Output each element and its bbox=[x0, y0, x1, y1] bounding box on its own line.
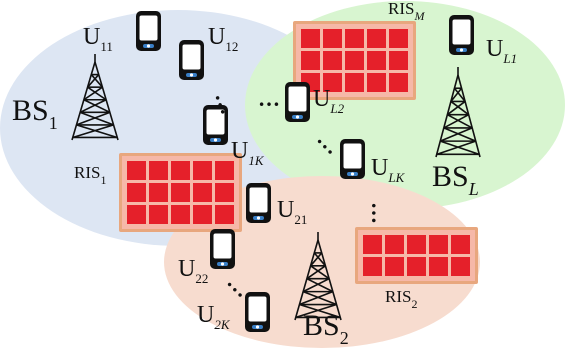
user-2k-phone-icon bbox=[245, 292, 270, 332]
user-lk-label: ULK bbox=[371, 155, 406, 185]
ris-1-panel-icon bbox=[119, 153, 242, 232]
user-2k-label: U2K bbox=[197, 302, 231, 332]
ris-m-panel-icon bbox=[293, 21, 416, 100]
user-22-phone-icon bbox=[210, 229, 235, 269]
user-11-phone-icon bbox=[136, 11, 161, 51]
base-station-2-label: BS2 bbox=[303, 309, 349, 348]
base-station-l-tower-icon bbox=[435, 67, 481, 158]
user-21-label: U21 bbox=[277, 197, 307, 227]
user-21-phone-icon bbox=[246, 183, 271, 223]
base-station-l-label: BSL bbox=[432, 160, 479, 199]
base-station-2-tower-icon bbox=[294, 232, 342, 321]
user-l2-label: UL2 bbox=[313, 86, 345, 116]
base-station-1-tower-icon bbox=[71, 54, 119, 141]
ellipsis-cell-l-left: … bbox=[258, 86, 280, 111]
user-12-label: U12 bbox=[208, 24, 238, 54]
user-lk-phone-icon bbox=[340, 139, 365, 179]
user-11-label: U11 bbox=[83, 24, 113, 54]
user-1k-label: U1K bbox=[231, 138, 265, 168]
ellipsis-cell-l-to-2: … bbox=[367, 202, 392, 224]
user-l1-label: UL1 bbox=[486, 36, 517, 66]
ris-2-panel-icon bbox=[355, 227, 478, 284]
ris-m-label: RISM bbox=[388, 0, 425, 23]
user-l2-phone-icon bbox=[285, 82, 310, 122]
ris-2-label: RIS2 bbox=[385, 287, 417, 311]
user-1k-phone-icon bbox=[203, 105, 228, 145]
user-22-label: U22 bbox=[178, 256, 208, 286]
user-12-phone-icon bbox=[179, 40, 204, 80]
user-l1-phone-icon bbox=[449, 15, 474, 55]
ris-1-label: RIS1 bbox=[74, 163, 106, 187]
base-station-1-label: BS1 bbox=[12, 94, 58, 133]
